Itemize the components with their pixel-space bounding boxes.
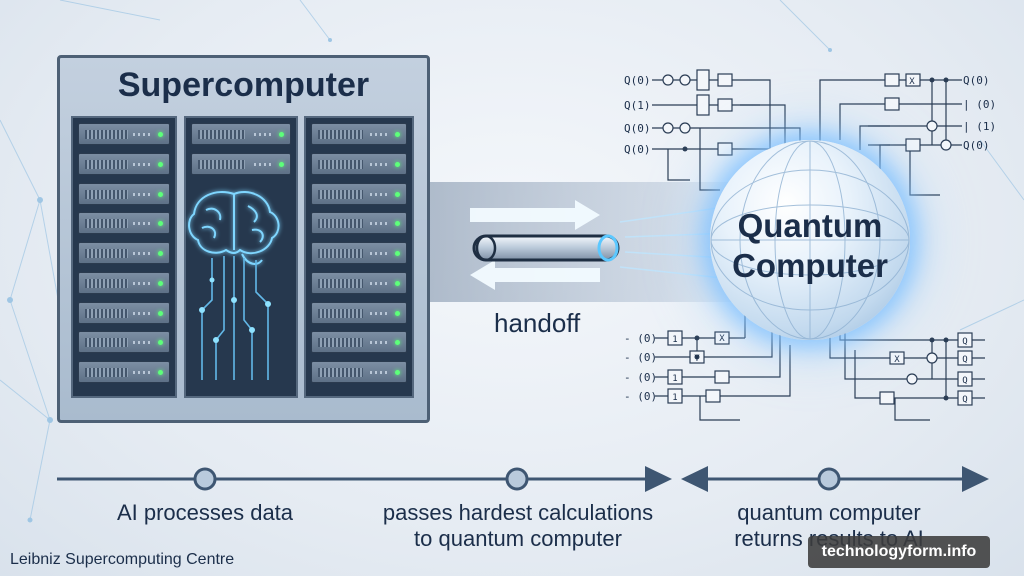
qubit-label: | (0): [963, 98, 997, 111]
sphere-grid: [710, 140, 910, 340]
timeline-arrow-end-icon: [962, 466, 989, 492]
timeline-step-2: passes hardest calculations to quantum c…: [362, 500, 674, 552]
server-unit: [311, 271, 407, 294]
server-rack-center: [184, 116, 298, 398]
server-unit: [78, 361, 170, 384]
process-timeline: [57, 466, 989, 492]
qubit-label: - (0): [624, 332, 658, 345]
qubit-label: Q(0): [624, 143, 651, 156]
quantum-title-line2: Computer: [732, 247, 888, 284]
qubit-label: Q(0): [624, 122, 651, 135]
arrow-right-icon: [470, 200, 600, 230]
qubit-label: Q(1): [624, 99, 651, 112]
quantum-title-line1: Quantum: [737, 207, 883, 244]
server-rack-left: [71, 116, 177, 398]
timeline-node-2: [505, 467, 529, 491]
server-unit: [311, 182, 407, 205]
qubit-label: | (1): [963, 120, 997, 133]
server-unit: [191, 123, 291, 145]
server-unit: [78, 242, 170, 265]
gate-x-label: X: [894, 355, 900, 365]
qubit-label: Q(0): [624, 74, 651, 87]
gate-q-label: Q: [962, 337, 967, 347]
timeline-node-1: [193, 467, 217, 491]
gate-one-label: 1: [672, 335, 677, 345]
qubit-label: - (0): [624, 371, 658, 384]
timeline-arrow-left-icon: [681, 466, 708, 492]
credit-text: Leibniz Supercomputing Centre: [10, 551, 235, 568]
server-rack-right: [304, 116, 414, 398]
qubit-label: Q(0): [963, 139, 990, 152]
server-unit: [311, 152, 407, 175]
qubit-label: - (0): [624, 351, 658, 364]
server-unit: [191, 152, 291, 175]
gate-q-label: Q: [962, 376, 967, 386]
timeline-step-1: AI processes data: [80, 500, 330, 526]
server-unit: [311, 212, 407, 235]
supercomputer-title: Supercomputer: [117, 66, 370, 104]
server-unit: [78, 212, 170, 235]
quantum-computer-title: Quantum Computer: [710, 206, 910, 286]
server-unit: [78, 123, 170, 145]
server-unit: [78, 271, 170, 294]
gate-one-label: 1: [672, 374, 677, 384]
gate-x-label: X: [719, 334, 725, 344]
watermark-badge: technologyform.info: [808, 536, 990, 568]
gate-q-label: Q: [962, 355, 967, 365]
step-1-line1: AI processes data: [116, 500, 294, 525]
gate-y-label: Y: [694, 354, 700, 364]
step-2-line1: passes hardest calculations: [382, 500, 654, 525]
ai-brain-icon: [188, 191, 280, 380]
server-unit: [78, 182, 170, 205]
arrow-left-icon: [470, 260, 600, 290]
server-unit: [311, 331, 407, 354]
server-unit: [311, 123, 407, 145]
server-unit: [78, 301, 170, 324]
step-3-line1: quantum computer: [737, 500, 921, 525]
timeline-node-3: [817, 467, 841, 491]
gate-q-label: Q: [962, 395, 967, 405]
server-unit: [78, 331, 170, 354]
gate-x-label: X: [909, 77, 915, 87]
server-unit: [311, 361, 407, 384]
gate-one-label: 1: [672, 393, 677, 403]
step-2-line2: to quantum computer: [414, 526, 622, 551]
qubit-label: Q(0): [963, 74, 990, 87]
server-unit: [311, 242, 407, 265]
server-unit: [78, 152, 170, 175]
timeline-arrow-right-icon: [645, 466, 672, 492]
handoff-label: handoff: [494, 308, 581, 338]
qubit-label: - (0): [624, 390, 658, 403]
handoff-graphic: [470, 200, 760, 290]
server-unit: [311, 301, 407, 324]
